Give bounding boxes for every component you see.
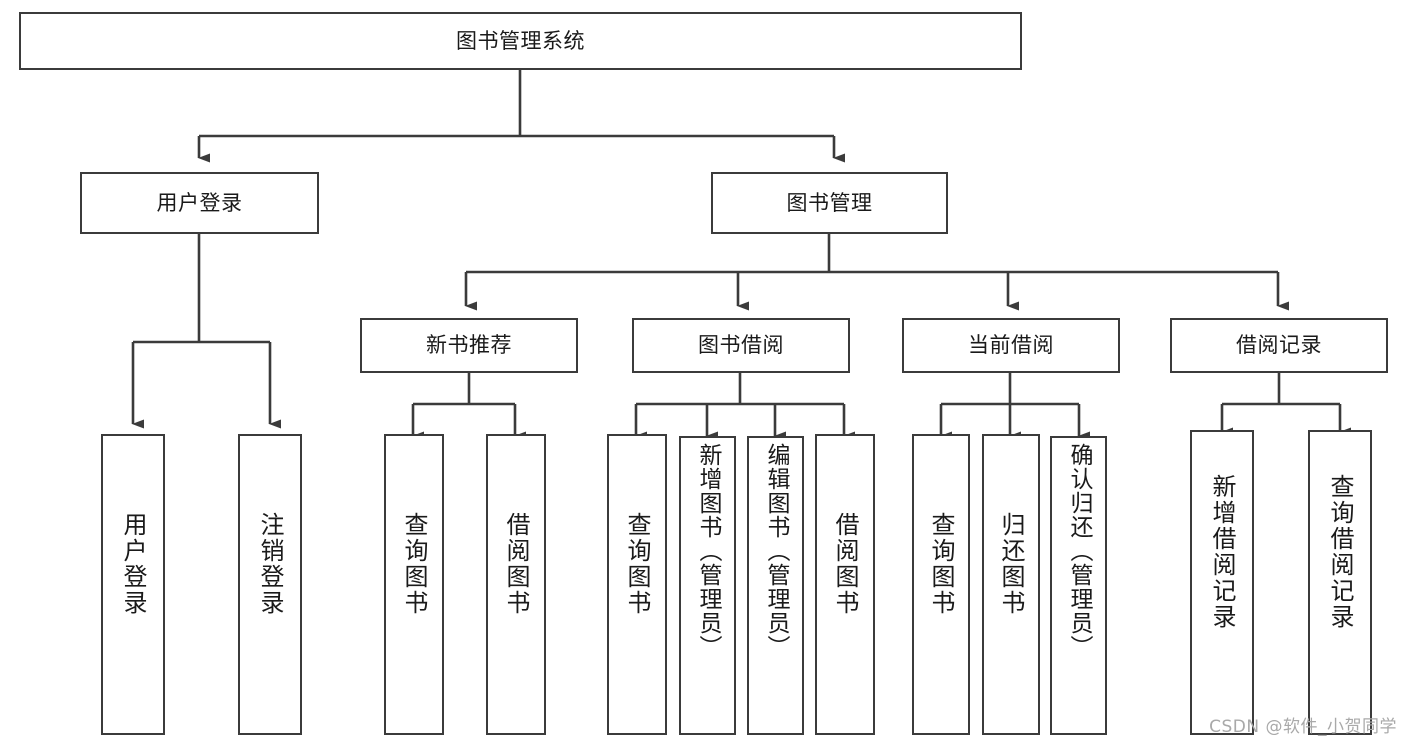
csdn-watermark: CSDN @软件_小贺同学 [1209, 717, 1397, 737]
node-label: 归还图书 [997, 512, 1025, 616]
node-label: 新增借阅记录 [1208, 474, 1236, 630]
node-label: 查询图书 [623, 512, 651, 616]
leaf-borrow-book-recommend[interactable]: 借阅图书 [486, 434, 546, 735]
node-label: 查询借阅记录 [1326, 474, 1354, 630]
node-label: 查询图书 [927, 512, 955, 616]
node-label: 确认归还（管理员） [1066, 443, 1092, 659]
leaf-edit-book-admin[interactable]: 编辑图书（管理员） [747, 436, 804, 735]
leaf-add-book-admin[interactable]: 新增图书（管理员） [679, 436, 736, 735]
node-new-book-recommend[interactable]: 新书推荐 [360, 318, 578, 373]
leaf-query-borrow-record[interactable]: 查询借阅记录 [1308, 430, 1372, 735]
leaf-add-borrow-record[interactable]: 新增借阅记录 [1190, 430, 1254, 735]
node-label: 编辑图书（管理员） [763, 443, 789, 659]
node-label: 图书管理系统 [456, 28, 585, 53]
node-label: 图书管理 [786, 190, 873, 215]
node-label: 当前借阅 [968, 333, 1054, 358]
leaf-query-book-current[interactable]: 查询图书 [912, 434, 970, 735]
node-label: 用户登录 [119, 512, 147, 616]
node-label: 查询图书 [400, 512, 428, 616]
node-label: 新增图书（管理员） [695, 443, 721, 659]
node-label: 用户登录 [156, 190, 243, 215]
node-label: 借阅图书 [831, 512, 859, 616]
node-book-borrow[interactable]: 图书借阅 [632, 318, 850, 373]
node-user-login[interactable]: 用户登录 [80, 172, 319, 234]
node-root-system[interactable]: 图书管理系统 [19, 12, 1022, 70]
node-book-management[interactable]: 图书管理 [711, 172, 948, 234]
leaf-logout[interactable]: 注销登录 [238, 434, 302, 735]
leaf-user-login[interactable]: 用户登录 [101, 434, 165, 735]
leaf-return-book[interactable]: 归还图书 [982, 434, 1040, 735]
leaf-confirm-return-admin[interactable]: 确认归还（管理员） [1050, 436, 1107, 735]
leaf-query-book-borrow[interactable]: 查询图书 [607, 434, 667, 735]
node-borrow-record[interactable]: 借阅记录 [1170, 318, 1388, 373]
leaf-borrow-book[interactable]: 借阅图书 [815, 434, 875, 735]
node-label: 注销登录 [256, 512, 284, 616]
leaf-query-book-recommend[interactable]: 查询图书 [384, 434, 444, 735]
node-current-borrow[interactable]: 当前借阅 [902, 318, 1120, 373]
node-label: 新书推荐 [426, 333, 512, 358]
node-label: 图书借阅 [698, 333, 784, 358]
node-label: 借阅图书 [502, 512, 530, 616]
node-label: 借阅记录 [1236, 333, 1322, 358]
